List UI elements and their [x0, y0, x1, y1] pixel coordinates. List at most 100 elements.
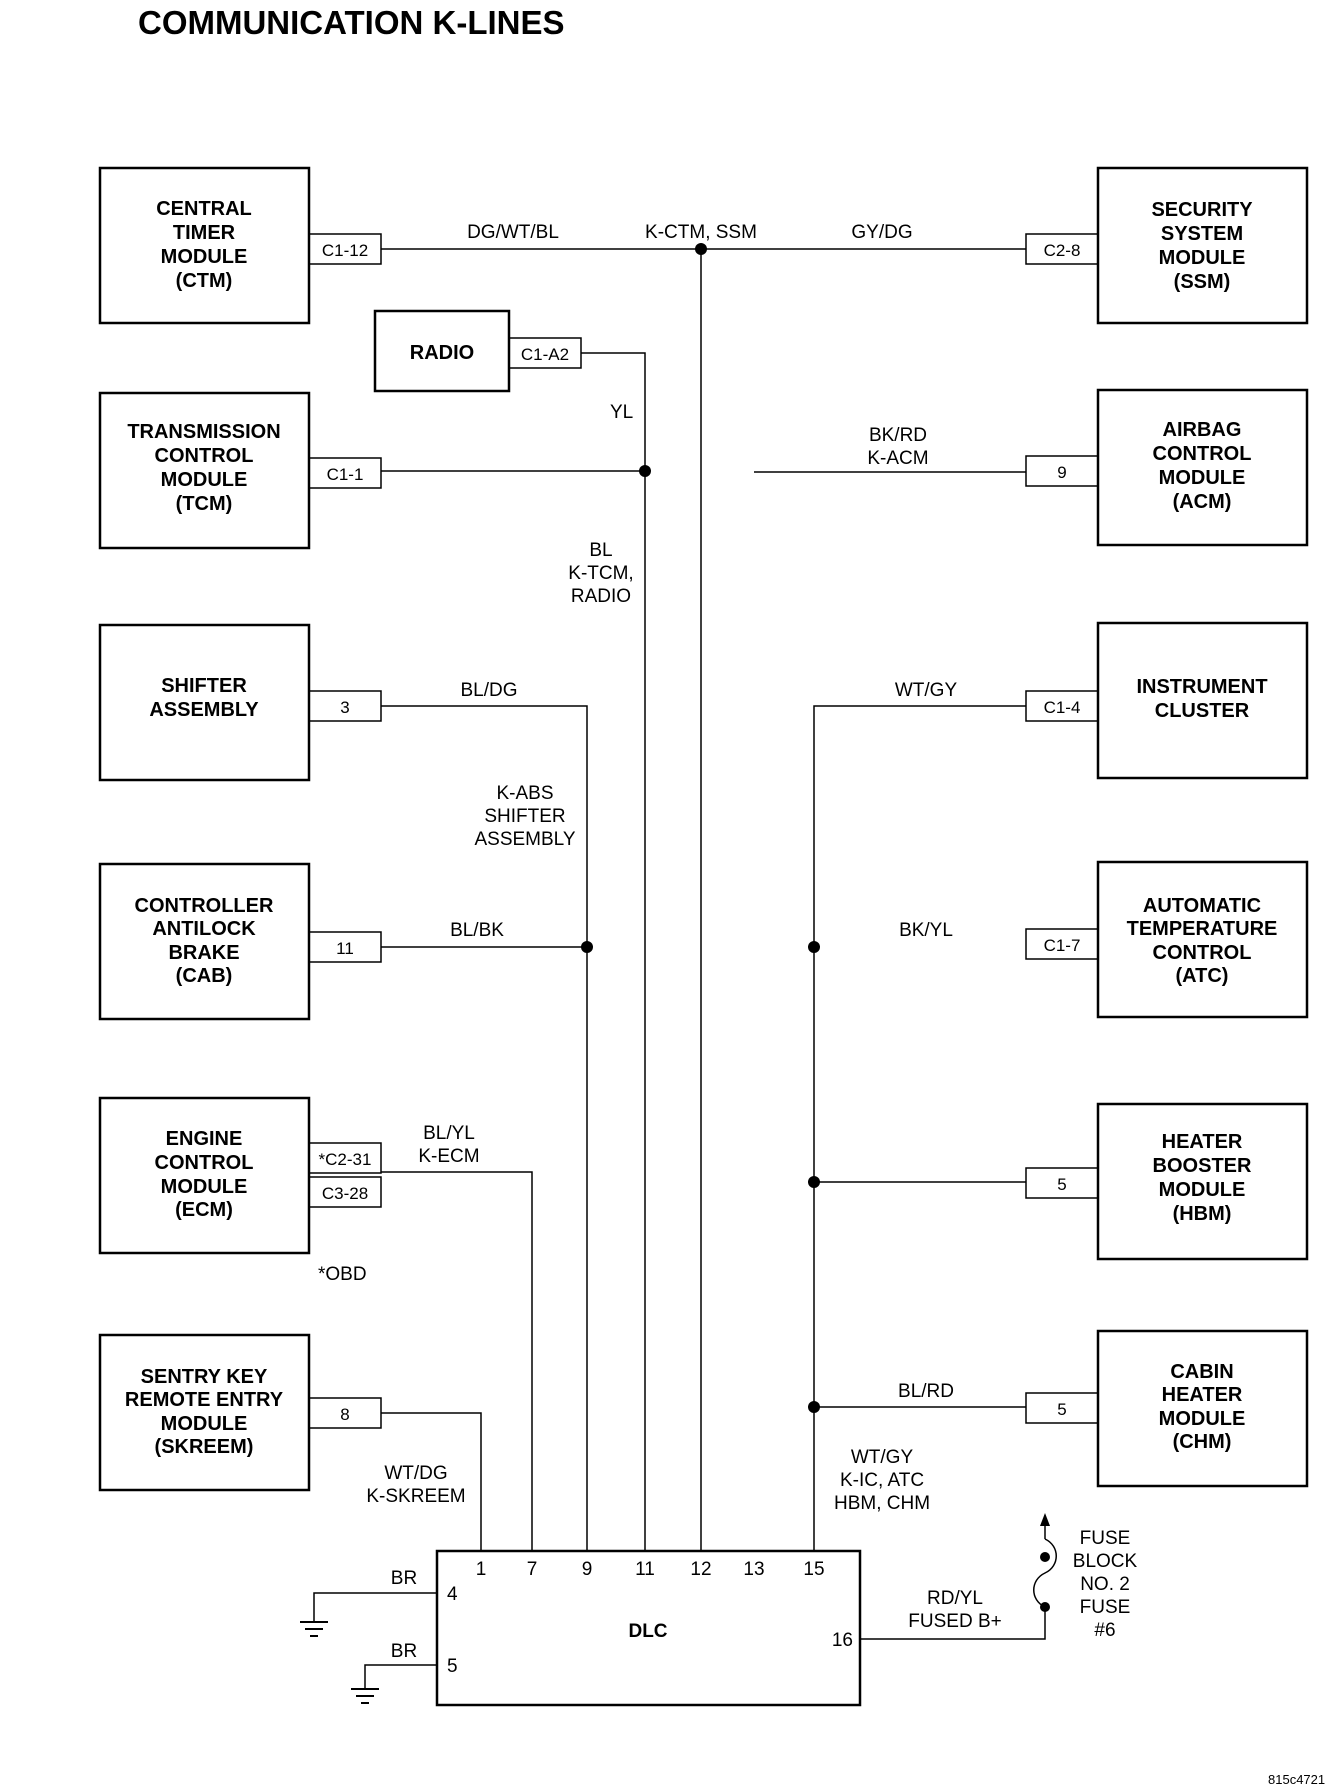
svg-text:CLUSTER: CLUSTER	[1155, 700, 1250, 722]
svg-text:5: 5	[1057, 1400, 1066, 1419]
svg-text:HEATER: HEATER	[1162, 1384, 1243, 1406]
svg-text:(HBM): (HBM)	[1173, 1203, 1232, 1225]
svg-text:ANTILOCK: ANTILOCK	[152, 918, 256, 940]
ic-trunk-label: K-IC, ATC	[840, 1470, 924, 1491]
svg-text:CENTRAL: CENTRAL	[156, 198, 252, 220]
svg-text:CONTROL: CONTROL	[1153, 942, 1252, 964]
svg-text:3: 3	[340, 698, 349, 717]
ecm-wire-color: BL/YL	[423, 1123, 475, 1144]
acm-wire-color: BK/RD	[869, 425, 927, 446]
ssm-module: SECURITY SYSTEM MODULE (SSM)	[1096, 166, 1309, 325]
obd-note: *OBD	[318, 1264, 367, 1285]
splice-dot	[808, 1401, 820, 1413]
dlc-pin: 15	[803, 1559, 824, 1580]
tcm-module: TRANSMISSION CONTROL MODULE (TCM)	[98, 391, 311, 550]
dlc-pin: 13	[743, 1559, 764, 1580]
svg-text:AUTOMATIC: AUTOMATIC	[1143, 895, 1261, 917]
svg-text:5: 5	[1057, 1175, 1066, 1194]
svg-text:(ATC): (ATC)	[1176, 965, 1229, 987]
ecm-wire	[381, 1171, 533, 1551]
dlc-pin: 5	[447, 1656, 458, 1677]
dlc-pin: 16	[832, 1630, 853, 1651]
skreem-connector: 8	[308, 1397, 382, 1429]
svg-text:SYSTEM: SYSTEM	[1161, 223, 1243, 245]
tcm-trunk-color: BL	[589, 540, 612, 561]
radio-connector: C1-A2	[508, 337, 582, 369]
svg-text:C1-1: C1-1	[327, 465, 364, 484]
svg-text:MODULE: MODULE	[1159, 1408, 1246, 1430]
ssm-wire-color: GY/DG	[851, 222, 912, 243]
hbm-connector: 5	[1025, 1167, 1099, 1199]
dlc-label: DLC	[628, 1621, 667, 1642]
ground-symbol-icon	[351, 1688, 379, 1704]
dlc-connector: DLC 1 7 9 11 12 13 15 4 5 16	[435, 1549, 862, 1707]
fuse-icon	[1033, 1513, 1057, 1612]
dlc-pin: 7	[527, 1559, 538, 1580]
atc-module: AUTOMATIC TEMPERATURE CONTROL (ATC)	[1096, 860, 1309, 1019]
splice-dot	[639, 465, 651, 477]
svg-text:MODULE: MODULE	[161, 469, 248, 491]
ctm-ssm-bus-label: K-CTM, SSM	[645, 222, 757, 243]
svg-text:CONTROL: CONTROL	[1153, 443, 1252, 465]
chm-connector: 5	[1025, 1392, 1099, 1424]
cab-wire-color: BL/BK	[450, 920, 504, 941]
svg-text:SENTRY KEY: SENTRY KEY	[141, 1366, 268, 1388]
shifter-assembly-module: SHIFTER ASSEMBLY	[98, 623, 311, 782]
ic-trunk-wire	[813, 705, 1026, 1551]
svg-text:REMOTE ENTRY: REMOTE ENTRY	[125, 1389, 284, 1411]
svg-text:MODULE: MODULE	[161, 246, 248, 268]
svg-text:(ECM): (ECM)	[175, 1199, 233, 1221]
ctm-module: CENTRAL TIMER MODULE (CTM)	[98, 166, 311, 325]
svg-text:SHIFTER: SHIFTER	[161, 675, 247, 697]
ic-trunk-color: WT/GY	[851, 1447, 914, 1468]
splice-dot	[808, 941, 820, 953]
svg-text:TEMPERATURE: TEMPERATURE	[1127, 918, 1278, 940]
svg-text:BOOSTER: BOOSTER	[1153, 1155, 1252, 1177]
ssm-connector: C2-8	[1025, 233, 1099, 265]
abs-trunk-label: SHIFTER	[484, 806, 565, 827]
shifter-wire	[381, 705, 588, 1551]
tcm-connector: C1-1	[308, 457, 382, 489]
wire-labels: DG/WT/BL K-CTM, SSM GY/DG YL BK/RD K-ACM…	[366, 222, 1137, 1662]
fuse-label: FUSE	[1080, 1528, 1131, 1549]
ground-wire-pin5	[364, 1664, 437, 1689]
dlc-pin: 9	[582, 1559, 593, 1580]
acm-connector: 9	[1025, 455, 1099, 487]
svg-text:C1-A2: C1-A2	[521, 345, 569, 364]
svg-text:(CTM): (CTM)	[176, 270, 233, 292]
ground-wire-pin4	[313, 1592, 437, 1622]
svg-text:C1-7: C1-7	[1044, 936, 1081, 955]
instrument-cluster-module: INSTRUMENT CLUSTER	[1096, 621, 1309, 780]
svg-text:MODULE: MODULE	[161, 1413, 248, 1435]
dlc-pin: 11	[635, 1559, 655, 1580]
atc-wire-color: BK/YL	[899, 920, 953, 941]
dlc-pin: 1	[476, 1559, 487, 1580]
tcm-trunk-label: RADIO	[571, 586, 631, 607]
svg-text:AIRBAG: AIRBAG	[1163, 419, 1242, 441]
ctm-connector: C1-12	[308, 233, 382, 265]
radio-module: RADIO	[373, 309, 511, 393]
svg-text:(ACM): (ACM)	[1173, 491, 1232, 513]
shifter-wire-color: BL/DG	[460, 680, 517, 701]
ic-wire-color: WT/GY	[895, 680, 958, 701]
ecm-connector: C3-28	[308, 1176, 382, 1208]
ground-wire-color: BR	[391, 1641, 417, 1662]
svg-text:MODULE: MODULE	[1159, 1179, 1246, 1201]
shifter-connector: 3	[308, 690, 382, 722]
diagram-title: COMMUNICATION K-LINES	[138, 4, 565, 41]
svg-text:MODULE: MODULE	[1159, 247, 1246, 269]
svg-text:MODULE: MODULE	[1159, 467, 1246, 489]
svg-text:C1-12: C1-12	[322, 241, 368, 260]
fused-wire-color: RD/YL	[927, 1588, 983, 1609]
fuse-label: FUSE	[1080, 1597, 1131, 1618]
ecm-module: ENGINE CONTROL MODULE (ECM)	[98, 1096, 311, 1255]
dlc-pin: 12	[690, 1559, 711, 1580]
chm-module: CABIN HEATER MODULE (CHM)	[1096, 1329, 1309, 1488]
skreem-module: SENTRY KEY REMOTE ENTRY MODULE (SKREEM)	[98, 1333, 311, 1492]
svg-text:ASSEMBLY: ASSEMBLY	[149, 699, 259, 721]
ground-symbol-icon	[300, 1621, 328, 1637]
svg-text:(CHM): (CHM)	[1173, 1431, 1232, 1453]
radio-wire	[581, 352, 646, 471]
svg-text:CONTROL: CONTROL	[155, 1152, 254, 1174]
